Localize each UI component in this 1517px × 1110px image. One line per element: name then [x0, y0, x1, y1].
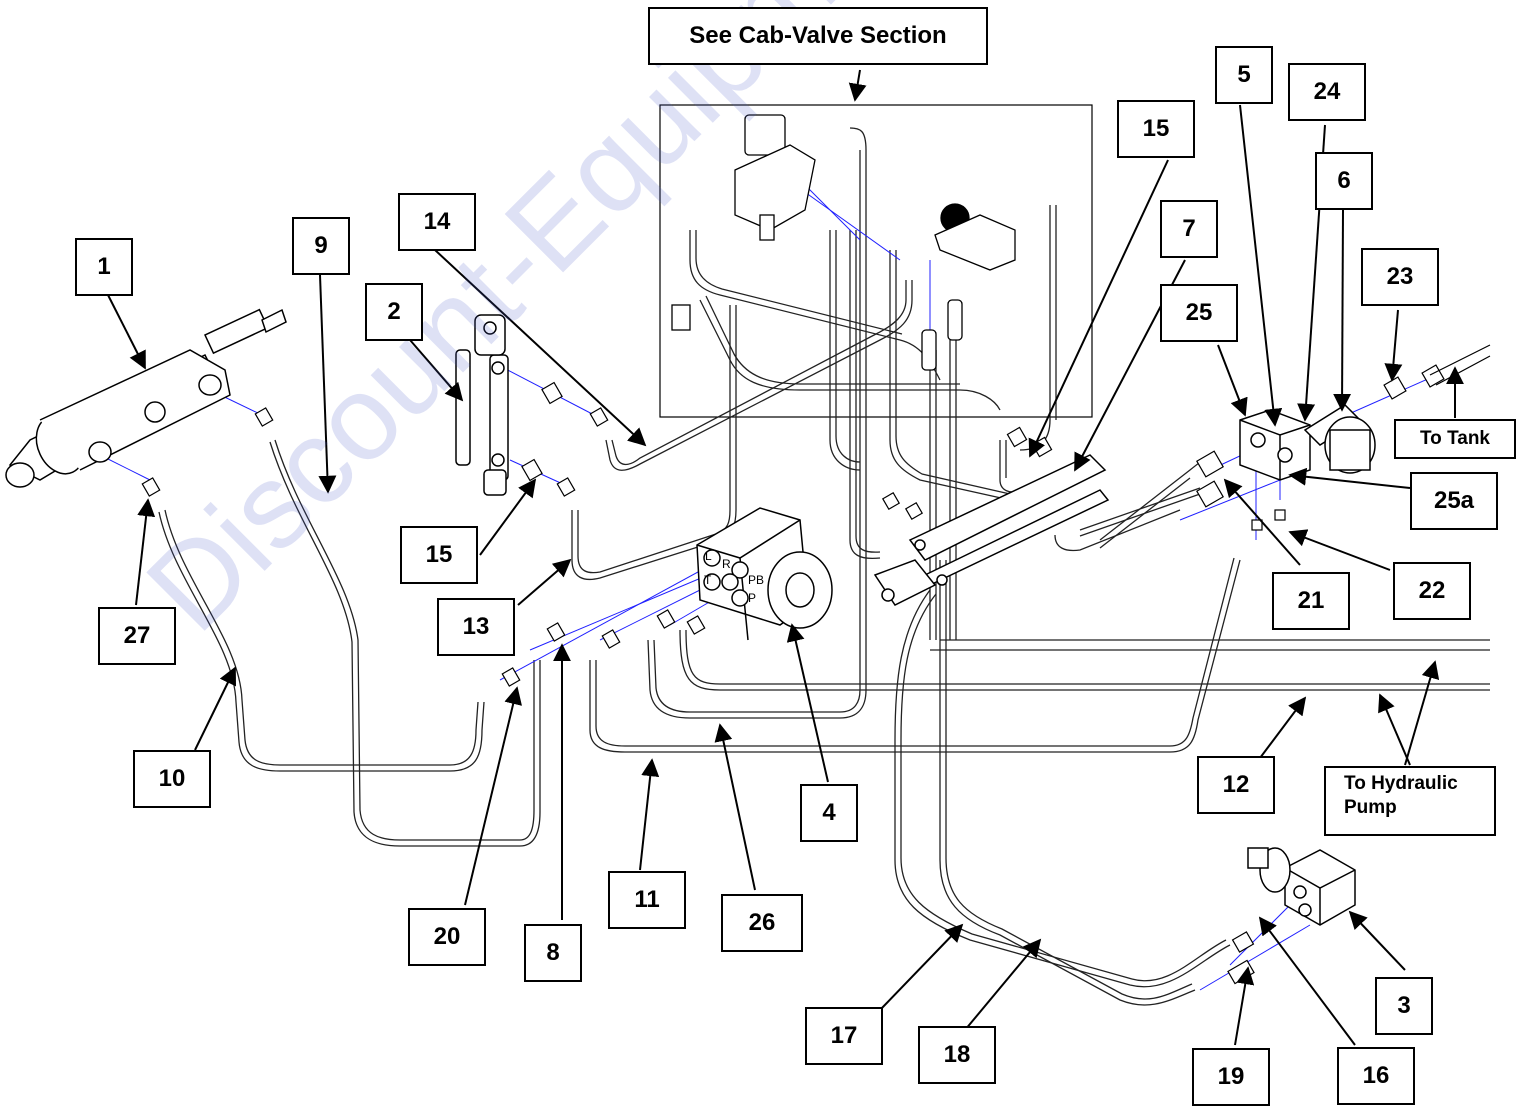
callout-17: 17 [805, 1007, 883, 1065]
callout-16: 16 [1337, 1047, 1415, 1105]
port-label-t: T [704, 573, 712, 587]
callout-27: 27 [98, 607, 176, 665]
to-pump-line-1: To Hydraulic [1344, 773, 1458, 794]
to-pump-line-2: Pump [1344, 797, 1397, 818]
port-label-r: R [722, 557, 731, 571]
port-label-l: L [705, 549, 712, 563]
callout-9: 9 [292, 217, 350, 275]
callout-22: 22 [1393, 562, 1471, 620]
callout-19: 19 [1192, 1048, 1270, 1106]
callout-4: 4 [800, 784, 858, 842]
component-3-pump [1247, 847, 1356, 926]
callout-15-lower: 15 [400, 526, 478, 584]
callout-11: 11 [608, 871, 686, 929]
callout-7: 7 [1160, 200, 1218, 258]
callout-2: 2 [365, 283, 423, 341]
cab-valve-section-label: See Cab-Valve Section [648, 7, 988, 65]
hoses [158, 127, 1490, 1006]
callout-12: 12 [1197, 756, 1275, 814]
component-4-steering-valve: L R T PB P [696, 507, 833, 641]
leader-arrows [107, 69, 1464, 1046]
callout-18: 18 [918, 1026, 996, 1084]
component-2-cylinder [455, 314, 509, 496]
callout-8: 8 [524, 924, 582, 982]
callout-1: 1 [75, 238, 133, 296]
component-5-valve-block [1239, 404, 1376, 481]
component-1-steering-cylinder [5, 308, 287, 488]
callout-25: 25 [1160, 284, 1238, 342]
callout-10: 10 [133, 750, 211, 808]
callout-24: 24 [1288, 63, 1366, 121]
cab-valve-section-frame [659, 104, 1093, 418]
to-hydraulic-pump-note: To Hydraulic Pump [1324, 766, 1496, 836]
to-tank-note: To Tank [1394, 419, 1516, 459]
callout-21: 21 [1272, 572, 1350, 630]
callout-14: 14 [398, 193, 476, 251]
callout-13: 13 [437, 598, 515, 656]
callout-20: 20 [408, 908, 486, 966]
callout-25a: 25a [1410, 472, 1498, 530]
cab-valve-components [671, 114, 1016, 371]
component-7-cylinder [873, 454, 1110, 606]
callout-26: 26 [721, 894, 803, 952]
callout-3: 3 [1375, 977, 1433, 1035]
callout-15-upper: 15 [1117, 100, 1195, 158]
callout-23: 23 [1361, 248, 1439, 306]
port-label-pb: PB [748, 573, 764, 587]
callout-5: 5 [1215, 46, 1273, 104]
callout-6: 6 [1315, 152, 1373, 210]
port-label-p: P [748, 591, 756, 605]
